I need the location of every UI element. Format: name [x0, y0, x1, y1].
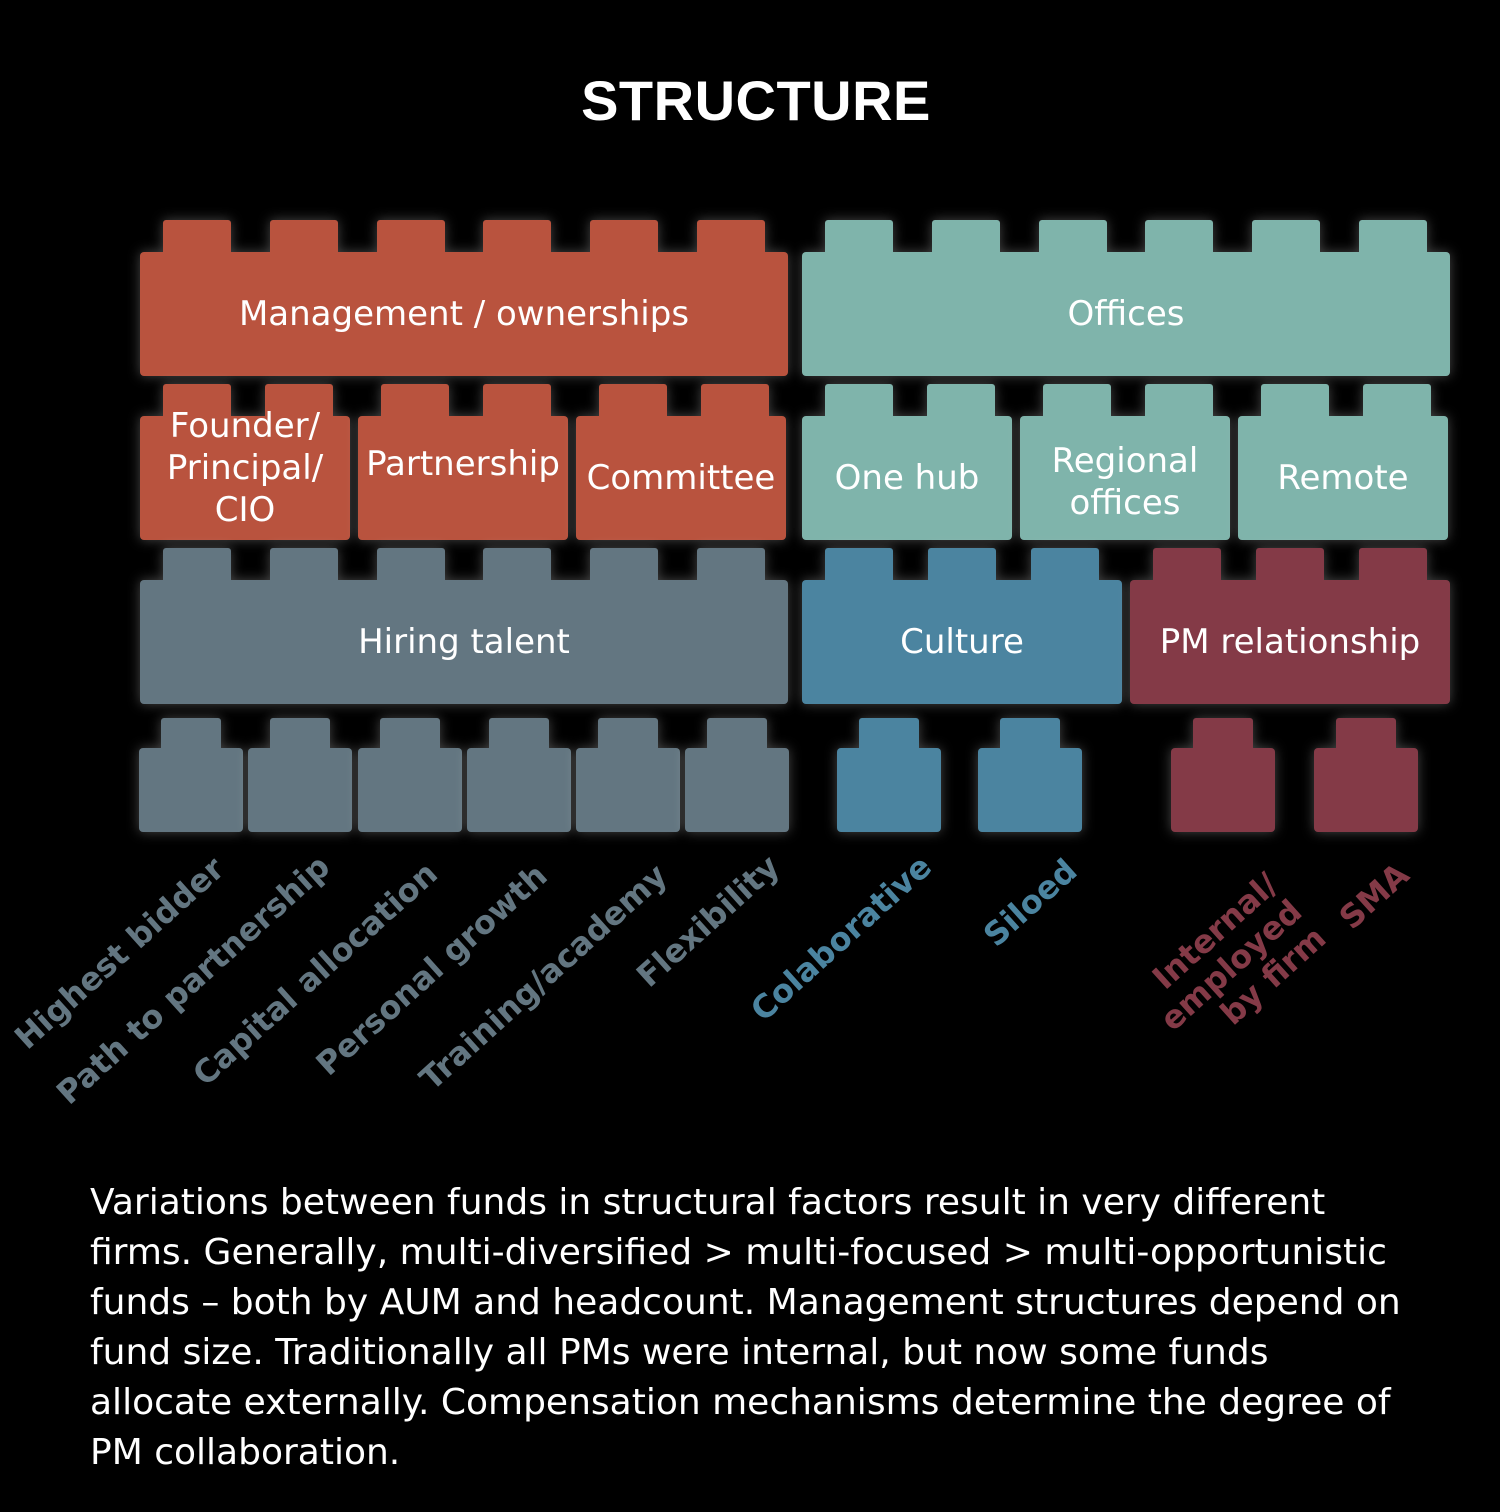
offices-block: Offices: [802, 220, 1450, 376]
flexibility-brick: [685, 718, 789, 832]
sma-label: SMA: [1331, 855, 1417, 937]
brick-stud: [697, 220, 765, 256]
pm-relationship-block: PM relationship: [1130, 548, 1450, 704]
brick-stud: [483, 384, 551, 420]
committee-block-label: Committee: [586, 458, 776, 498]
partnership-block: Partnership: [358, 384, 568, 540]
brick-stud: [483, 548, 551, 584]
brick-stud: [1145, 220, 1213, 256]
brick-stud: [381, 384, 449, 420]
committee-block: Committee: [576, 384, 786, 540]
brick-stud: [377, 548, 445, 584]
page-title: STRUCTURE: [581, 69, 931, 132]
brick-stud: [377, 220, 445, 256]
brick-stud: [825, 548, 893, 584]
partnership-block-label: Partnership: [366, 444, 560, 484]
culture-block-label: Culture: [900, 622, 1024, 662]
internal-label: Internal/ employed by firm: [1144, 865, 1334, 1039]
remote-block-label: Remote: [1277, 458, 1409, 498]
hiring-talent-block: Hiring talent: [140, 548, 788, 704]
capital-allocation-brick: [358, 718, 462, 832]
brick-stud: [163, 220, 231, 256]
brick-stud: [701, 384, 769, 420]
brick-stud: [590, 548, 658, 584]
brick-stud: [1359, 548, 1427, 584]
hiring-talent-block-label: Hiring talent: [358, 622, 570, 662]
brick-stud: [1256, 548, 1324, 584]
brick-stud: [1359, 220, 1427, 256]
brick-stud: [927, 384, 995, 420]
sma-brick: [1314, 718, 1418, 832]
brick-stud: [825, 220, 893, 256]
regional-offices-block-label: Regional offices: [1051, 441, 1199, 523]
description-text: Variations between funds in structural f…: [90, 1182, 1401, 1473]
brick-stud: [932, 220, 1000, 256]
brick-stud: [1363, 384, 1431, 420]
highest-bidder-brick: [139, 718, 243, 832]
brick-stud: [697, 548, 765, 584]
one-hub-block-label: One hub: [834, 458, 980, 498]
management-ownerships-block-label: Management / ownerships: [238, 294, 690, 334]
brick-stud: [270, 548, 338, 584]
personal-growth-brick: [467, 718, 571, 832]
training-brick: [576, 718, 680, 832]
brick-stud: [1031, 548, 1099, 584]
remote-block: Remote: [1238, 384, 1448, 540]
brick-stud: [599, 384, 667, 420]
brick-stud: [928, 548, 996, 584]
brick-stud: [1145, 384, 1213, 420]
brick-stud: [1039, 220, 1107, 256]
brick-stud: [1252, 220, 1320, 256]
brick-stud: [483, 220, 551, 256]
pm-relationship-block-label: PM relationship: [1159, 622, 1421, 662]
culture-block: Culture: [802, 548, 1122, 704]
founder-block: Founder/ Principal/ CIO: [140, 384, 350, 540]
founder-block-label: Founder/ Principal/ CIO: [166, 406, 324, 530]
one-hub-block: One hub: [802, 384, 1012, 540]
management-ownerships-block: Management / ownerships: [140, 220, 788, 376]
brick-stud: [1043, 384, 1111, 420]
colaborative-brick: [837, 718, 941, 832]
siloed-brick: [978, 718, 1082, 832]
brick-stud: [825, 384, 893, 420]
brick-stud: [265, 384, 333, 420]
path-partnership-brick: [248, 718, 352, 832]
brick-stud: [1261, 384, 1329, 420]
internal-brick: [1171, 718, 1275, 832]
brick-stud: [163, 548, 231, 584]
siloed-label: Siloed: [975, 851, 1085, 955]
offices-block-label: Offices: [1067, 294, 1185, 334]
brick-stud: [590, 220, 658, 256]
brick-stud: [270, 220, 338, 256]
brick-stud: [1153, 548, 1221, 584]
brick-stud: [163, 384, 231, 420]
regional-offices-block: Regional offices: [1020, 384, 1230, 540]
